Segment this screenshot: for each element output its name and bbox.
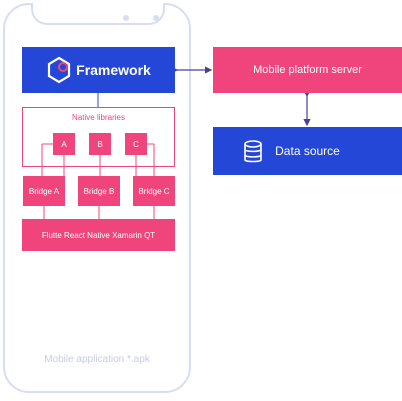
mobile-application-label: Mobile application *.apk — [44, 354, 150, 365]
framework-label: Framework — [76, 62, 151, 78]
hexagon-logo-icon — [47, 56, 71, 84]
mobile-platform-server-box: Mobile platform server — [213, 47, 402, 93]
bridge-b: Bridge B — [78, 176, 120, 206]
data-source-box: Data source — [213, 127, 402, 175]
database-icon — [244, 140, 262, 163]
data-source-label: Data source — [275, 144, 340, 158]
native-libraries-frame — [22, 107, 175, 167]
bridge-a: Bridge A — [23, 176, 65, 206]
server-label: Mobile platform server — [253, 64, 362, 76]
library-b: B — [89, 133, 111, 155]
library-a: A — [53, 133, 75, 155]
native-libraries-label: Native libraries — [72, 113, 125, 122]
library-c: C — [125, 133, 147, 155]
notch-dot — [123, 15, 129, 21]
notch-dot — [153, 15, 159, 21]
framework-box: Framework — [22, 47, 175, 93]
cross-platform-tools-box: Flutte React Native Xamarin QT — [22, 219, 175, 251]
bridge-c: Bridge C — [133, 176, 175, 206]
phone-notch — [31, 3, 165, 25]
phone-outline — [3, 3, 191, 393]
